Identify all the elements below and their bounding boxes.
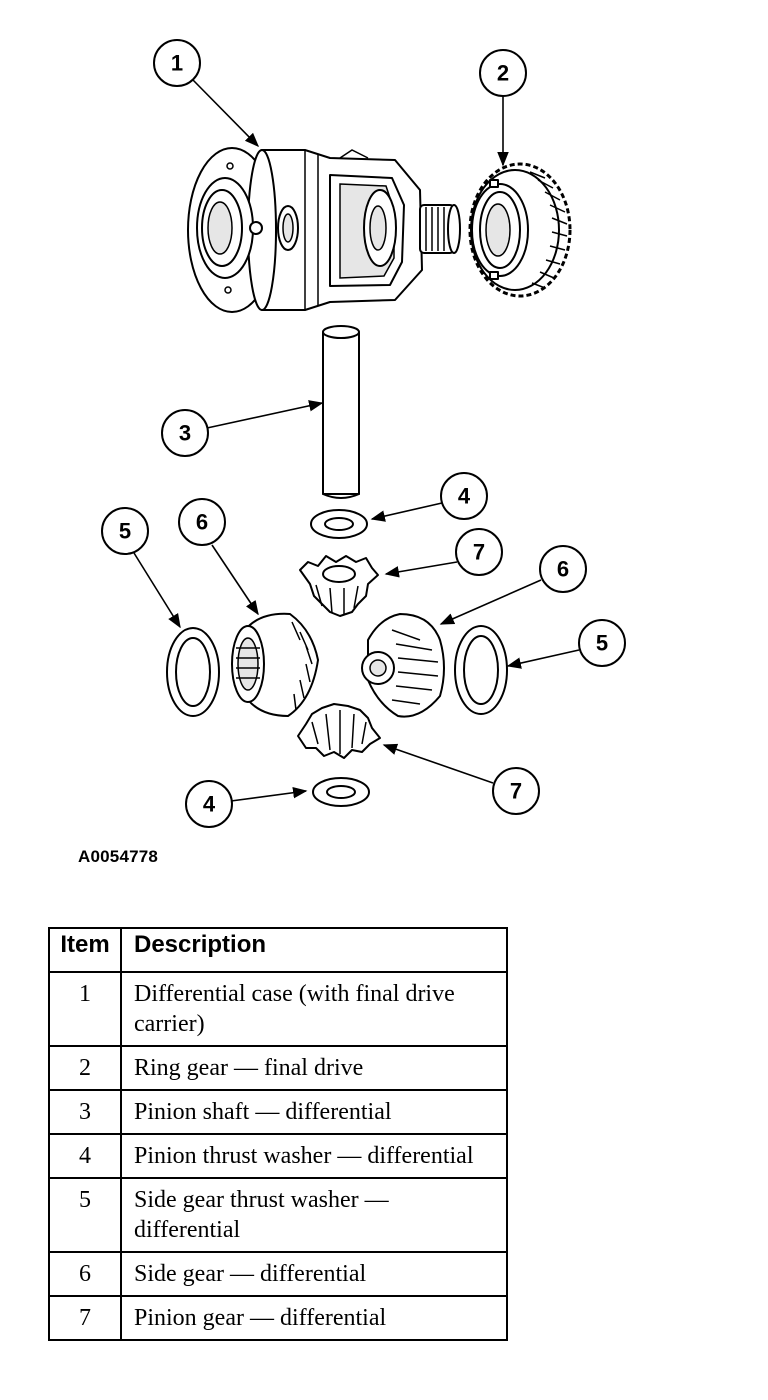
table-row: 3 Pinion shaft — differential <box>48 1089 508 1135</box>
item-description: Pinion thrust washer — differential <box>120 1133 508 1179</box>
pinion-gear-lower-drawing <box>297 703 381 759</box>
parts-legend-table: Item Description 1 Differential case (wi… <box>48 927 508 1341</box>
differential-case-drawing <box>187 147 461 313</box>
table-row: 2 Ring gear — final drive <box>48 1045 508 1091</box>
callout-7-upper: 7 <box>455 528 503 576</box>
svg-text:1: 1 <box>171 51 183 76</box>
item-description: Side gear thrust washer — differential <box>120 1177 508 1253</box>
item-number: 1 <box>48 971 122 1047</box>
svg-text:4: 4 <box>458 484 471 509</box>
side-gear-thrust-washer-left-drawing <box>166 627 220 717</box>
pinion-gear-upper-drawing <box>299 555 379 617</box>
callout-1: 1 <box>153 39 201 87</box>
callout-4-lower: 4 <box>185 780 233 828</box>
item-number: 3 <box>48 1089 122 1135</box>
item-number: 6 <box>48 1251 122 1297</box>
column-header-item: Item <box>48 927 122 973</box>
pinion-thrust-washer-lower-drawing <box>312 777 370 807</box>
callout-6-left: 6 <box>178 498 226 546</box>
pinion-shaft-drawing <box>322 325 360 499</box>
column-header-description: Description <box>120 927 508 973</box>
svg-text:6: 6 <box>557 557 569 582</box>
callout-6-right: 6 <box>539 545 587 593</box>
table-row: 5 Side gear thrust washer — differential <box>48 1177 508 1253</box>
svg-text:4: 4 <box>203 792 216 817</box>
svg-text:2: 2 <box>497 61 509 86</box>
side-gear-left-drawing <box>231 612 319 717</box>
table-row: 4 Pinion thrust washer — differential <box>48 1133 508 1179</box>
callout-7-lower: 7 <box>492 767 540 815</box>
item-description: Side gear — differential <box>120 1251 508 1297</box>
ring-gear-drawing <box>468 162 572 298</box>
callout-2: 2 <box>479 49 527 97</box>
item-description: Pinion shaft — differential <box>120 1089 508 1135</box>
table-row: 6 Side gear — differential <box>48 1251 508 1297</box>
item-number: 5 <box>48 1177 122 1253</box>
exploded-differential-diagram: 1 2 3 4 4 5 5 6 6 7 7 <box>101 39 626 828</box>
table-row: 1 Differential case (with final drive ca… <box>48 971 508 1047</box>
side-gear-thrust-washer-right-drawing <box>454 625 508 715</box>
table-row: 7 Pinion gear — differential <box>48 1295 508 1341</box>
svg-text:7: 7 <box>510 779 522 804</box>
svg-text:6: 6 <box>196 510 208 535</box>
item-number: 2 <box>48 1045 122 1091</box>
figure-id: A0054778 <box>78 847 159 866</box>
callout-5-left: 5 <box>101 507 149 555</box>
svg-text:5: 5 <box>596 631 608 656</box>
side-gear-right-drawing <box>361 613 445 718</box>
svg-text:5: 5 <box>119 519 131 544</box>
callout-5-right: 5 <box>578 619 626 667</box>
svg-text:3: 3 <box>179 421 191 446</box>
item-description: Pinion gear — differential <box>120 1295 508 1341</box>
pinion-thrust-washer-upper-drawing <box>310 509 368 539</box>
item-number: 7 <box>48 1295 122 1341</box>
leader-lines <box>133 79 580 802</box>
svg-text:7: 7 <box>473 540 485 565</box>
callout-3: 3 <box>161 409 209 457</box>
item-description: Differential case (with final drive carr… <box>120 971 508 1047</box>
callout-4-upper: 4 <box>440 472 488 520</box>
table-header-row: Item Description <box>48 927 508 973</box>
item-description: Ring gear — final drive <box>120 1045 508 1091</box>
item-number: 4 <box>48 1133 122 1179</box>
